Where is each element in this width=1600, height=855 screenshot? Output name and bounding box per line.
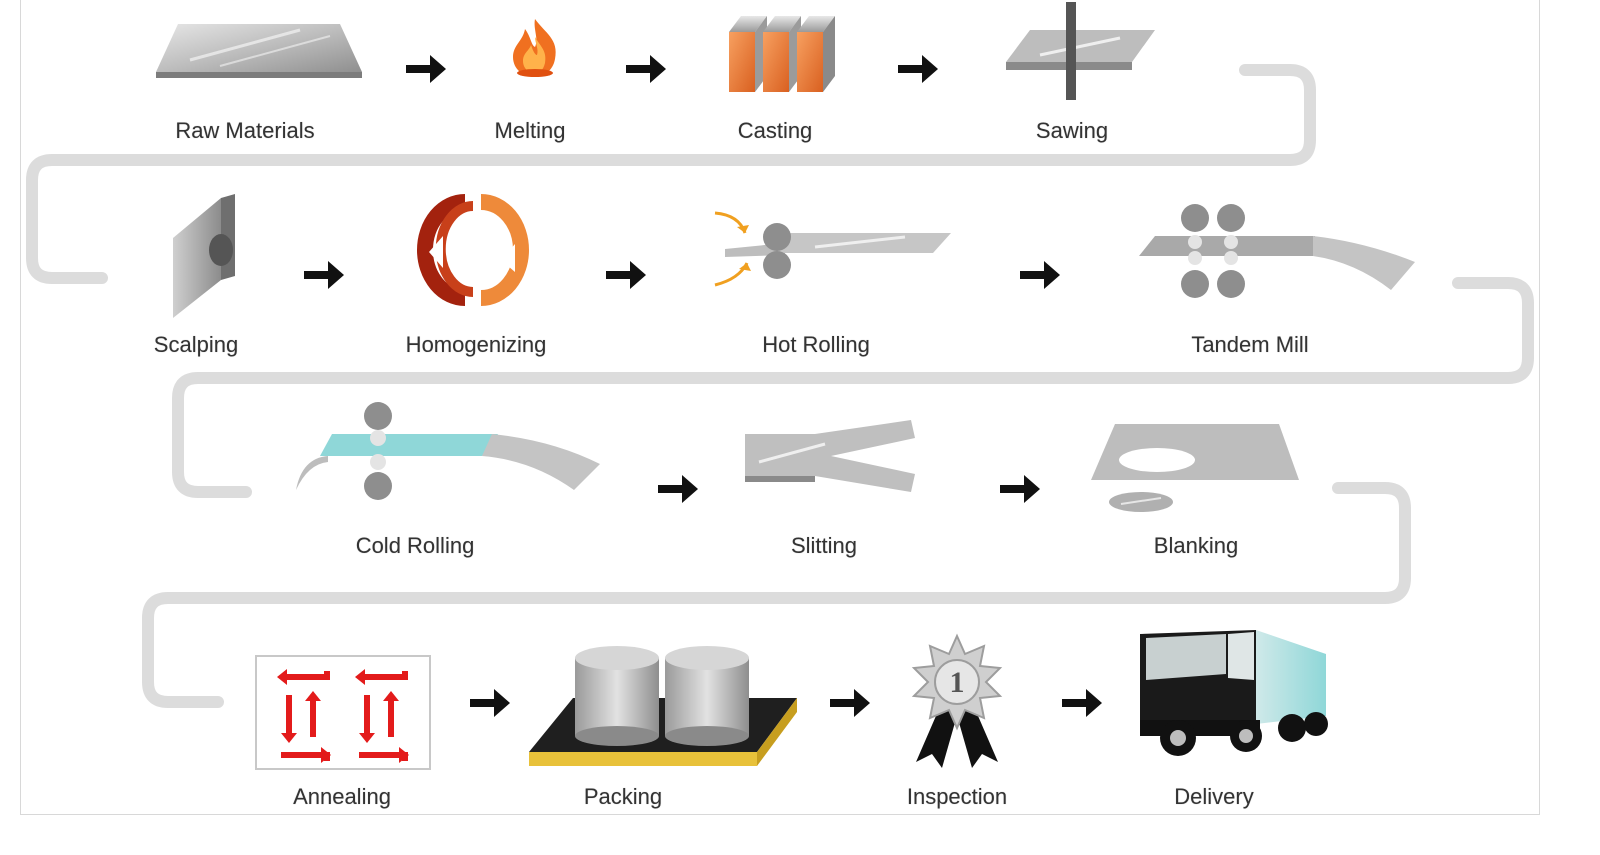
diagram-frame — [20, 0, 1540, 815]
step-casting — [725, 10, 850, 95]
inspection-badge-number: 1 — [949, 666, 965, 699]
tandem-mill-icon — [1139, 204, 1415, 298]
ingot-icon — [729, 16, 835, 92]
step-label: Scalping — [153, 332, 239, 357]
step-label: Raw Materials — [175, 118, 315, 143]
step-inspection: 1 — [902, 632, 1012, 772]
step-label: Inspection — [906, 784, 1008, 809]
step-label: Hot Rolling — [762, 332, 870, 357]
step-slitting — [735, 412, 920, 497]
step-label: Casting — [737, 118, 813, 143]
flow-arrow-icon — [1000, 475, 1040, 503]
step-delivery — [1130, 620, 1330, 765]
step-packing — [525, 640, 800, 775]
flow-arrow-icon — [606, 261, 646, 289]
flame-icon — [513, 19, 556, 77]
connector-row1-row2 — [26, 64, 1316, 284]
step-label: Annealing — [293, 784, 391, 809]
step-label: Tandem Mill — [1191, 332, 1309, 357]
cold-rolling-icon — [296, 402, 600, 500]
flow-arrow-icon — [470, 689, 510, 717]
blanking-icon — [1091, 424, 1299, 512]
step-label: Sawing — [1035, 118, 1109, 143]
step-melting — [505, 15, 565, 80]
hot-rolling-icon — [714, 211, 951, 287]
slitting-icon — [745, 420, 915, 492]
flow-arrow-icon — [626, 55, 666, 83]
step-label: Homogenizing — [405, 332, 547, 357]
flow-arrow-icon — [406, 55, 446, 83]
annealing-furnace-icon — [255, 655, 431, 770]
flow-arrow-icon — [1062, 689, 1102, 717]
step-blanking — [1085, 420, 1305, 520]
aluminum-plate-icon — [156, 24, 362, 78]
step-hot-rolling — [705, 205, 955, 295]
step-label: Melting — [494, 118, 566, 143]
step-homogenizing — [415, 192, 535, 307]
step-raw-materials — [150, 20, 365, 85]
flow-arrow-icon — [898, 55, 938, 83]
flow-arrow-icon — [658, 475, 698, 503]
step-label: Blanking — [1153, 533, 1239, 558]
connector-row2-row3 — [172, 277, 1534, 498]
award-badge-icon — [911, 633, 1003, 768]
flow-arrow-icon — [830, 689, 870, 717]
delivery-truck-icon — [1140, 630, 1328, 756]
step-label: Packing — [583, 784, 663, 809]
flow-arrow-icon — [1020, 261, 1060, 289]
step-tandem-mill — [1135, 200, 1420, 305]
step-scalping — [165, 190, 245, 320]
step-label: Cold Rolling — [355, 533, 475, 558]
scalping-block-icon — [173, 194, 235, 318]
connector-row3-row4 — [142, 482, 1411, 708]
step-annealing — [255, 655, 431, 770]
step-label: Slitting — [790, 533, 858, 558]
saw-blade-icon — [1006, 2, 1155, 100]
step-cold-rolling — [292, 400, 604, 500]
step-sawing — [1000, 0, 1160, 105]
flow-arrow-icon — [304, 261, 344, 289]
step-label: Delivery — [1174, 784, 1254, 809]
heat-cycle-icon — [417, 194, 529, 306]
coil-pallet-icon — [529, 646, 797, 766]
